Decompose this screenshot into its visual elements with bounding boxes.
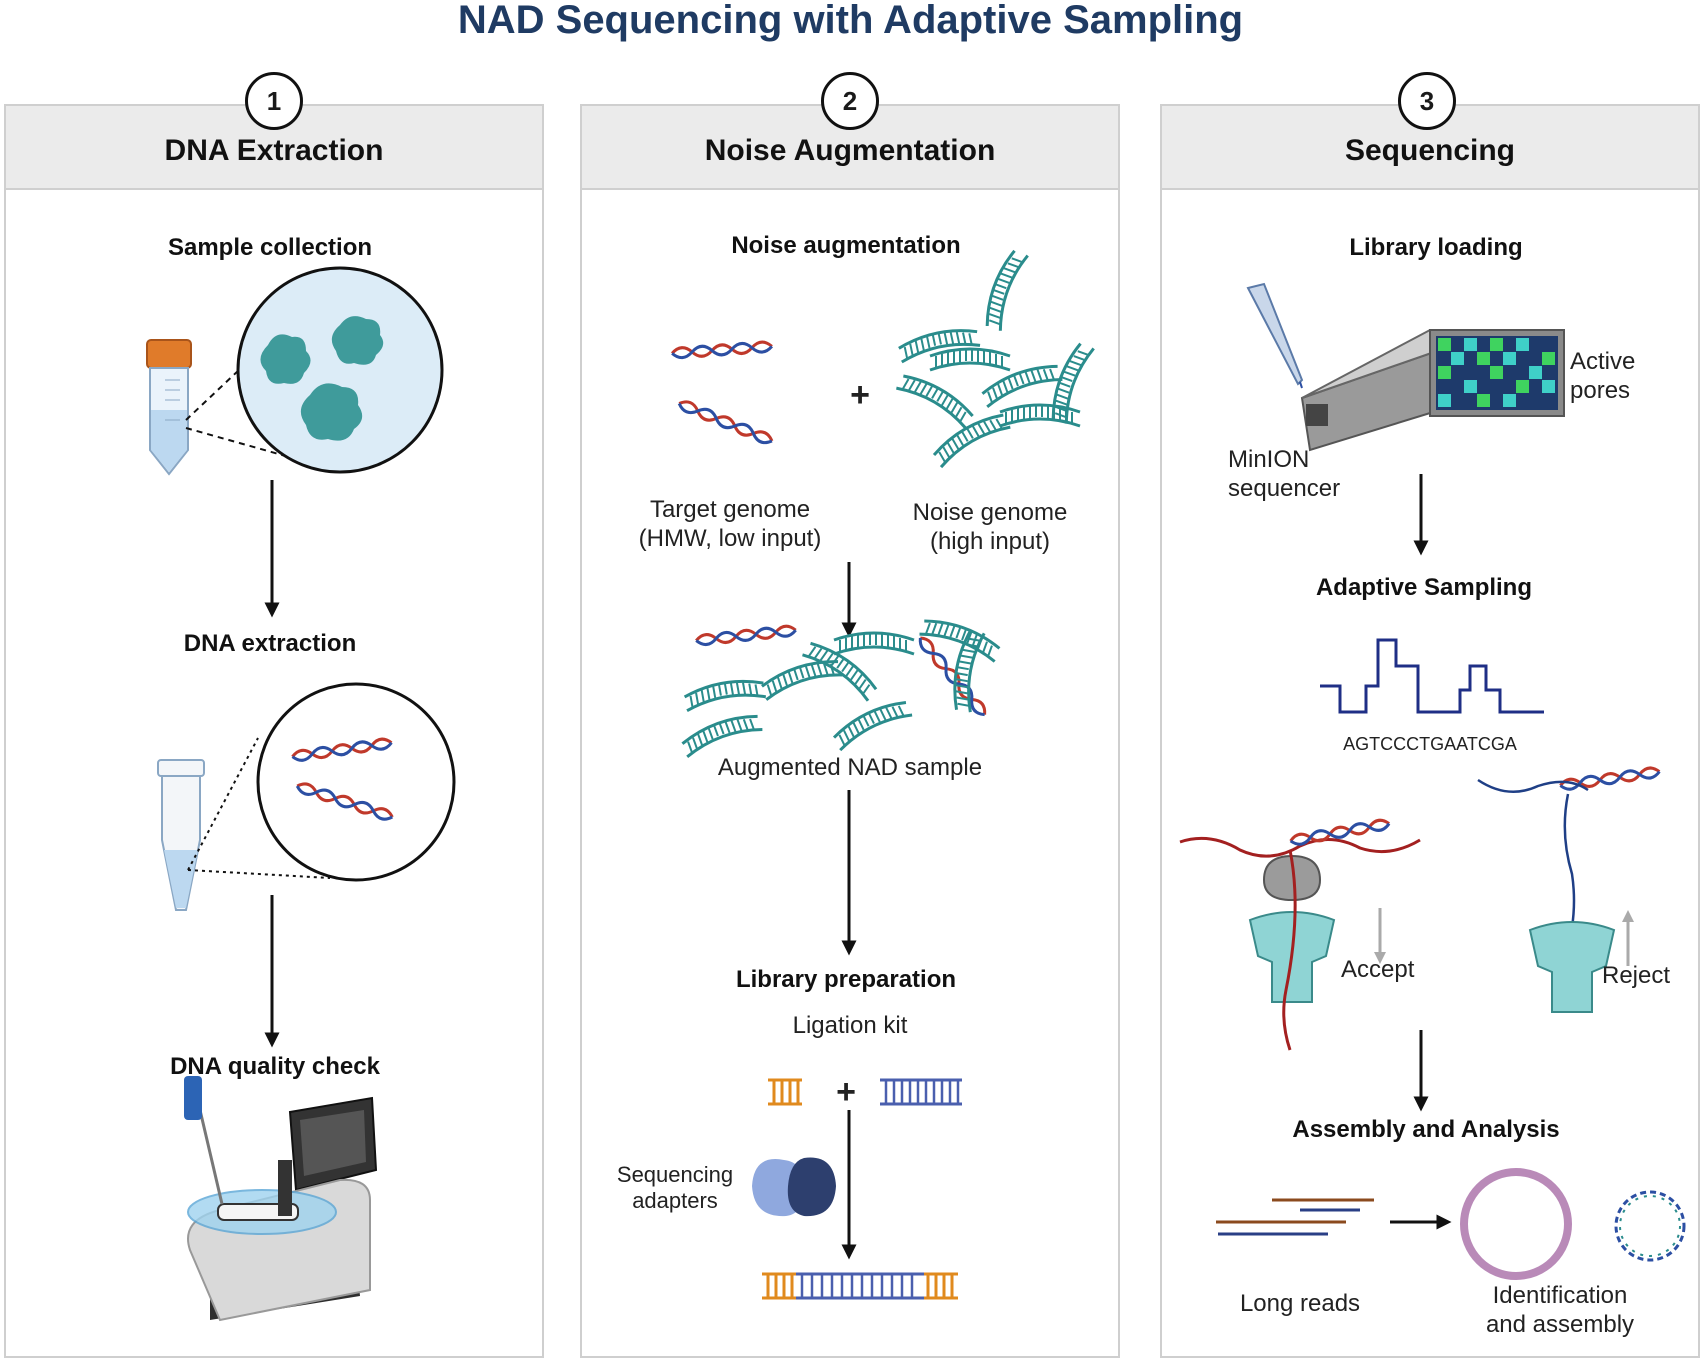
noise-augmentation-heading: Noise augmentation — [731, 232, 961, 259]
identification-line-2: and assembly — [1485, 1310, 1635, 1338]
active-pores-line-1: Active — [1570, 348, 1636, 375]
panel-1-title: DNA Extraction — [164, 134, 384, 167]
augmented-sample-label: Augmented NAD sample — [717, 754, 983, 781]
panel-2-header: Noise Augmentation — [582, 106, 1118, 190]
noise-dna-fragments — [894, 246, 1096, 469]
reject-label: Reject — [1602, 962, 1671, 989]
sequencing-adapter-protein-icon — [752, 1157, 836, 1217]
active-pores-label: Active pores — [1570, 348, 1635, 406]
step-dna-quality-check: DNA quality check — [170, 1053, 380, 1080]
assembly-analysis-heading: Assembly and Analysis — [1292, 1116, 1560, 1143]
target-dna-helix-1 — [670, 339, 774, 360]
target-genome-label: Target genome (HMW, low input) — [620, 496, 840, 554]
accept-label: Accept — [1341, 956, 1415, 983]
adapter-blue-icon — [880, 1078, 962, 1106]
long-reads-label: Long reads — [1239, 1290, 1361, 1317]
quality-check-instrument-icon — [184, 1076, 378, 1322]
identification-assembly-label: Identification and assembly — [1460, 1282, 1660, 1340]
minion-line-2: sequencer — [1228, 474, 1341, 502]
noise-genome-line-1: Noise genome — [912, 499, 1068, 526]
sample-tube-icon — [146, 339, 192, 476]
plus-sign-2: + — [836, 1073, 856, 1111]
eppendorf-tube-icon — [157, 759, 205, 911]
identification-line-1: Identification — [1492, 1282, 1628, 1309]
adapter-orange-icon — [768, 1078, 802, 1106]
noise-genome-line-2: (high input) — [929, 527, 1051, 555]
adaptive-sampling-heading: Adaptive Sampling — [1315, 574, 1533, 601]
target-dna-helix-2 — [675, 397, 776, 448]
library-loading-heading: Library loading — [1349, 234, 1523, 261]
active-pores-line-2: pores — [1570, 376, 1631, 404]
target-genome-line-2: (HMW, low input) — [638, 524, 822, 552]
long-reads-icon — [1216, 1198, 1374, 1236]
sequence-readout: AGTCCCTGAATCGA — [1343, 734, 1517, 754]
augmented-sample-mix — [678, 612, 1004, 759]
panel-3-title: Sequencing — [1344, 134, 1516, 167]
step-sample-collection: Sample collection — [167, 234, 373, 261]
library-preparation-heading: Library preparation — [735, 966, 957, 993]
dna-magnified-circle — [256, 682, 456, 882]
main-title: NAD Sequencing with Adaptive Sampling — [457, 0, 1244, 42]
sample-magnified-circle — [236, 266, 444, 474]
ligated-library-strand — [762, 1272, 958, 1300]
noise-genome-label: Noise genome (high input) — [880, 499, 1100, 557]
ligation-kit-label: Ligation kit — [792, 1012, 908, 1039]
panel-sequencing: Sequencing — [1160, 104, 1700, 1358]
panel-2-title: Noise Augmentation — [704, 134, 996, 167]
minion-sequencer-label: MinION sequencer — [1228, 446, 1340, 504]
step-number-3: 3 — [1398, 72, 1456, 130]
step-number-2: 2 — [821, 72, 879, 130]
sequencing-adapters-label: Sequencing adapters — [600, 1162, 750, 1215]
plus-sign-1: + — [850, 376, 870, 414]
assembly-circle-icon — [1460, 1168, 1686, 1280]
squiggle-signal-trace — [1320, 638, 1544, 714]
reject-nanopore-icon — [1477, 765, 1662, 1013]
target-genome-line-1: Target genome — [649, 496, 811, 523]
active-pores-grid — [1429, 329, 1565, 417]
step-number-1: 1 — [245, 72, 303, 130]
sequencing-adapters-line-1: Sequencing — [616, 1162, 734, 1187]
sequencing-adapters-line-2: adapters — [632, 1188, 718, 1214]
pipette-icon — [1246, 282, 1304, 389]
minion-line-1: MinION — [1228, 446, 1310, 473]
accept-nanopore-icon — [1179, 817, 1421, 1051]
step-dna-extraction: DNA extraction — [183, 630, 357, 657]
